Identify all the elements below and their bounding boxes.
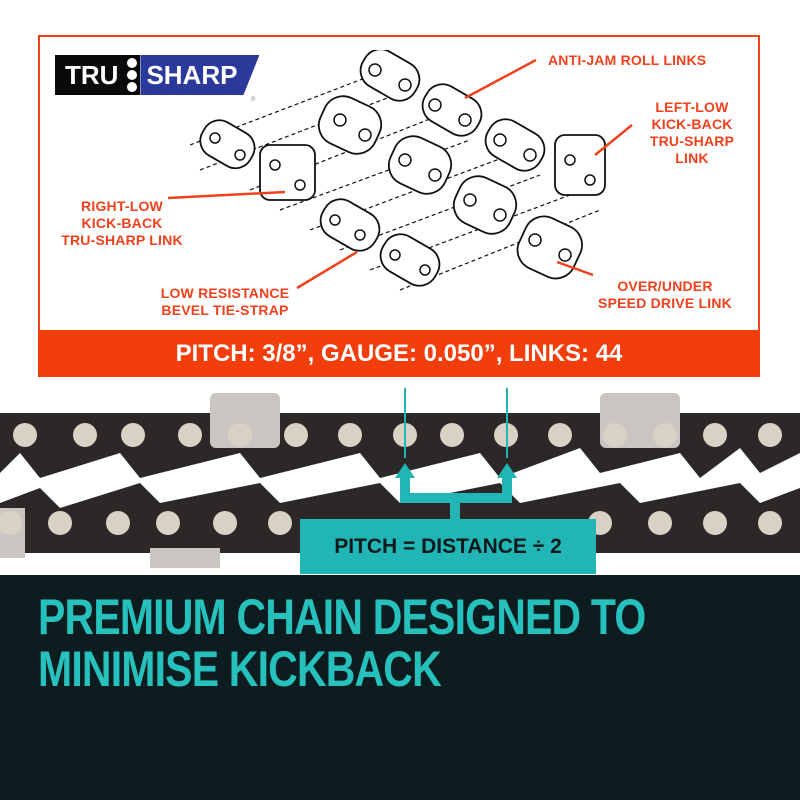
exploded-chain-diagram <box>190 50 606 291</box>
headline: PREMIUM CHAIN DESIGNED TO MINIMISE KICKB… <box>38 589 646 697</box>
tru-sharp-logo: TRU SHARP ® <box>55 55 259 103</box>
pitch-callout: PITCH = DISTANCE ÷ 2 <box>300 519 596 574</box>
label-anti-jam-roll-links: ANTI-JAM ROLL LINKS <box>548 52 707 68</box>
chain-photo <box>0 378 800 575</box>
headline-panel: PREMIUM CHAIN DESIGNED TO MINIMISE KICKB… <box>0 575 800 800</box>
logo-sharp-text: SHARP <box>140 55 259 95</box>
registered-mark: ® <box>251 97 256 103</box>
spec-bar: PITCH: 3/8”, GAUGE: 0.050”, LINKS: 44 <box>38 330 760 377</box>
chain-link-icon <box>124 55 141 95</box>
logo-tru-text: TRU <box>55 55 125 95</box>
